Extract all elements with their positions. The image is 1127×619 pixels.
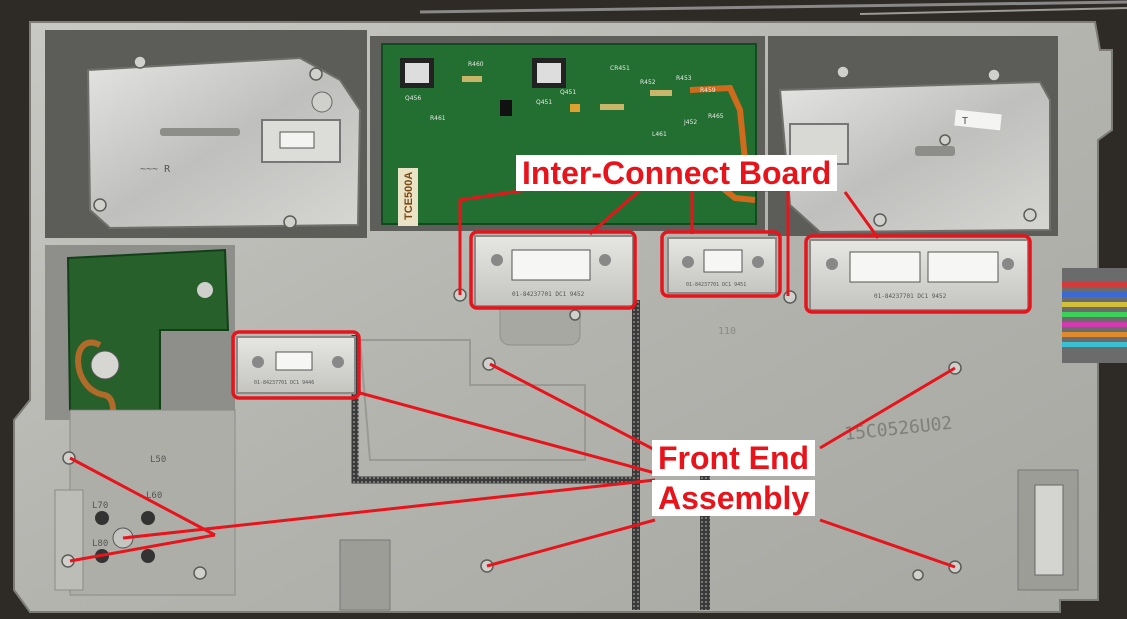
connector-left-upper: 01-84237701 DC1 9452: [474, 235, 634, 307]
highlight-connector-right-upper: [804, 234, 1032, 314]
highlight-connector-left-upper: [469, 230, 637, 310]
svg-text:L50: L50: [150, 455, 166, 465]
highlight-boxes: [231, 230, 1032, 400]
leader-lines: [69, 186, 956, 569]
svg-text:J452: J452: [683, 119, 697, 126]
svg-text:R465: R465: [708, 113, 724, 120]
pcb-board-code: TCE500A: [403, 172, 415, 220]
leader-interconnect-5: [843, 191, 880, 239]
svg-text:R452: R452: [640, 79, 656, 86]
lower-chambers: L50 L70 L60 L80: [54, 409, 1079, 611]
leader-front-end-5: [122, 478, 656, 540]
svg-text:R461: R461: [430, 115, 446, 122]
ribbon-cable: [1062, 268, 1127, 363]
front-end-callout-line2: Assembly: [652, 480, 816, 516]
left-shield-module: ~~~ R: [45, 30, 367, 238]
svg-text:01-84237701 DC1 9446: 01-84237701 DC1 9446: [254, 380, 314, 386]
connector-right-upper: 01-84237701 DC1 9452: [809, 239, 1029, 311]
svg-text:R453: R453: [676, 75, 692, 82]
leader-front-end-6: [69, 533, 216, 563]
svg-text:L60: L60: [146, 491, 162, 501]
svg-text:01-84237701 DC1 9451: 01-84237701 DC1 9451: [686, 282, 746, 288]
svg-text:01-84237701 DC1 9452: 01-84237701 DC1 9452: [512, 291, 585, 298]
highlight-connector-middle-upper: [660, 230, 782, 298]
interconnect-board-pcb: TCE500A Q456 R461 R460 Q451 CR451 R453 R…: [370, 36, 765, 231]
leader-front-end-8: [819, 518, 956, 569]
connector-middle-upper: 01-84237701 DC1 9451: [667, 237, 777, 294]
leader-front-end-1: [359, 391, 656, 475]
highlight-connector-left-lower: [231, 330, 361, 400]
svg-text:L70: L70: [92, 501, 108, 511]
right-shield-mark: T: [962, 116, 968, 127]
leader-interconnect-2: [589, 188, 641, 236]
leader-front-end-2: [489, 362, 656, 452]
front-end-callout-line1: Front End: [652, 440, 816, 476]
svg-text:Q451: Q451: [560, 89, 576, 96]
svg-text:L461: L461: [652, 131, 667, 138]
right-shield-module: T: [768, 36, 1058, 236]
chassis-stamp: 110: [718, 326, 736, 337]
left-shield-mark: ~~~ R: [140, 164, 171, 175]
leader-front-end-4: [69, 456, 216, 537]
svg-text:R459: R459: [700, 87, 716, 94]
cable-top: [419, 0, 1127, 14]
svg-text:Q456: Q456: [405, 95, 421, 102]
leader-front-end-7: [486, 518, 656, 568]
leader-front-end-3: [819, 366, 956, 450]
svg-text:R460: R460: [468, 61, 484, 68]
svg-text:Q451: Q451: [536, 99, 552, 106]
svg-text:CR451: CR451: [610, 65, 630, 72]
leader-interconnect-1: [458, 186, 541, 295]
interconnect-board-callout: Inter-Connect Board: [516, 155, 838, 191]
svg-text:01-84237701 DC1 9452: 01-84237701 DC1 9452: [874, 293, 947, 300]
svg-text:L80: L80: [92, 539, 108, 549]
connector-left-lower: 01-84237701 DC1 9446: [236, 336, 356, 394]
